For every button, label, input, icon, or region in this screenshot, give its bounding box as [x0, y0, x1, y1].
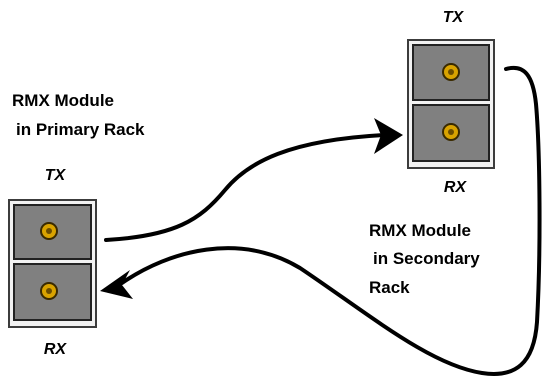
secondary-caption-line2: in Secondary	[373, 249, 480, 268]
primary-caption-line1: RMX Module	[12, 91, 114, 110]
secondary-module-caption: RMX Module in Secondary Rack	[369, 221, 480, 297]
arrowhead-into-secondary-rx	[374, 118, 403, 154]
cable-secondary-tx-loop	[120, 65, 542, 376]
secondary-tx-label: TX	[443, 9, 465, 26]
secondary-rx-label: RX	[444, 179, 468, 196]
primary-module-caption: RMX Module in Primary Rack	[12, 91, 145, 139]
cable-tx-to-rx	[104, 118, 403, 242]
primary-rx-connector-icon	[40, 282, 58, 300]
secondary-caption-line1: RMX Module	[369, 221, 471, 240]
secondary-caption-line3: Rack	[369, 278, 410, 297]
secondary-rx-connector-icon	[442, 123, 460, 141]
primary-module: TX RX	[8, 167, 97, 358]
cable-primary-tx-to-secondary-rx	[104, 133, 386, 242]
secondary-module: TX RX	[407, 9, 495, 196]
secondary-tx-connector-icon	[442, 63, 460, 81]
primary-tx-connector-icon	[40, 222, 58, 240]
arrowhead-into-primary-rx	[100, 270, 133, 299]
cable-secondary-tx-to-primary-rx	[100, 65, 542, 376]
primary-tx-label: TX	[45, 167, 67, 184]
primary-rx-label: RX	[44, 341, 68, 358]
primary-caption-line2: in Primary Rack	[16, 120, 145, 139]
